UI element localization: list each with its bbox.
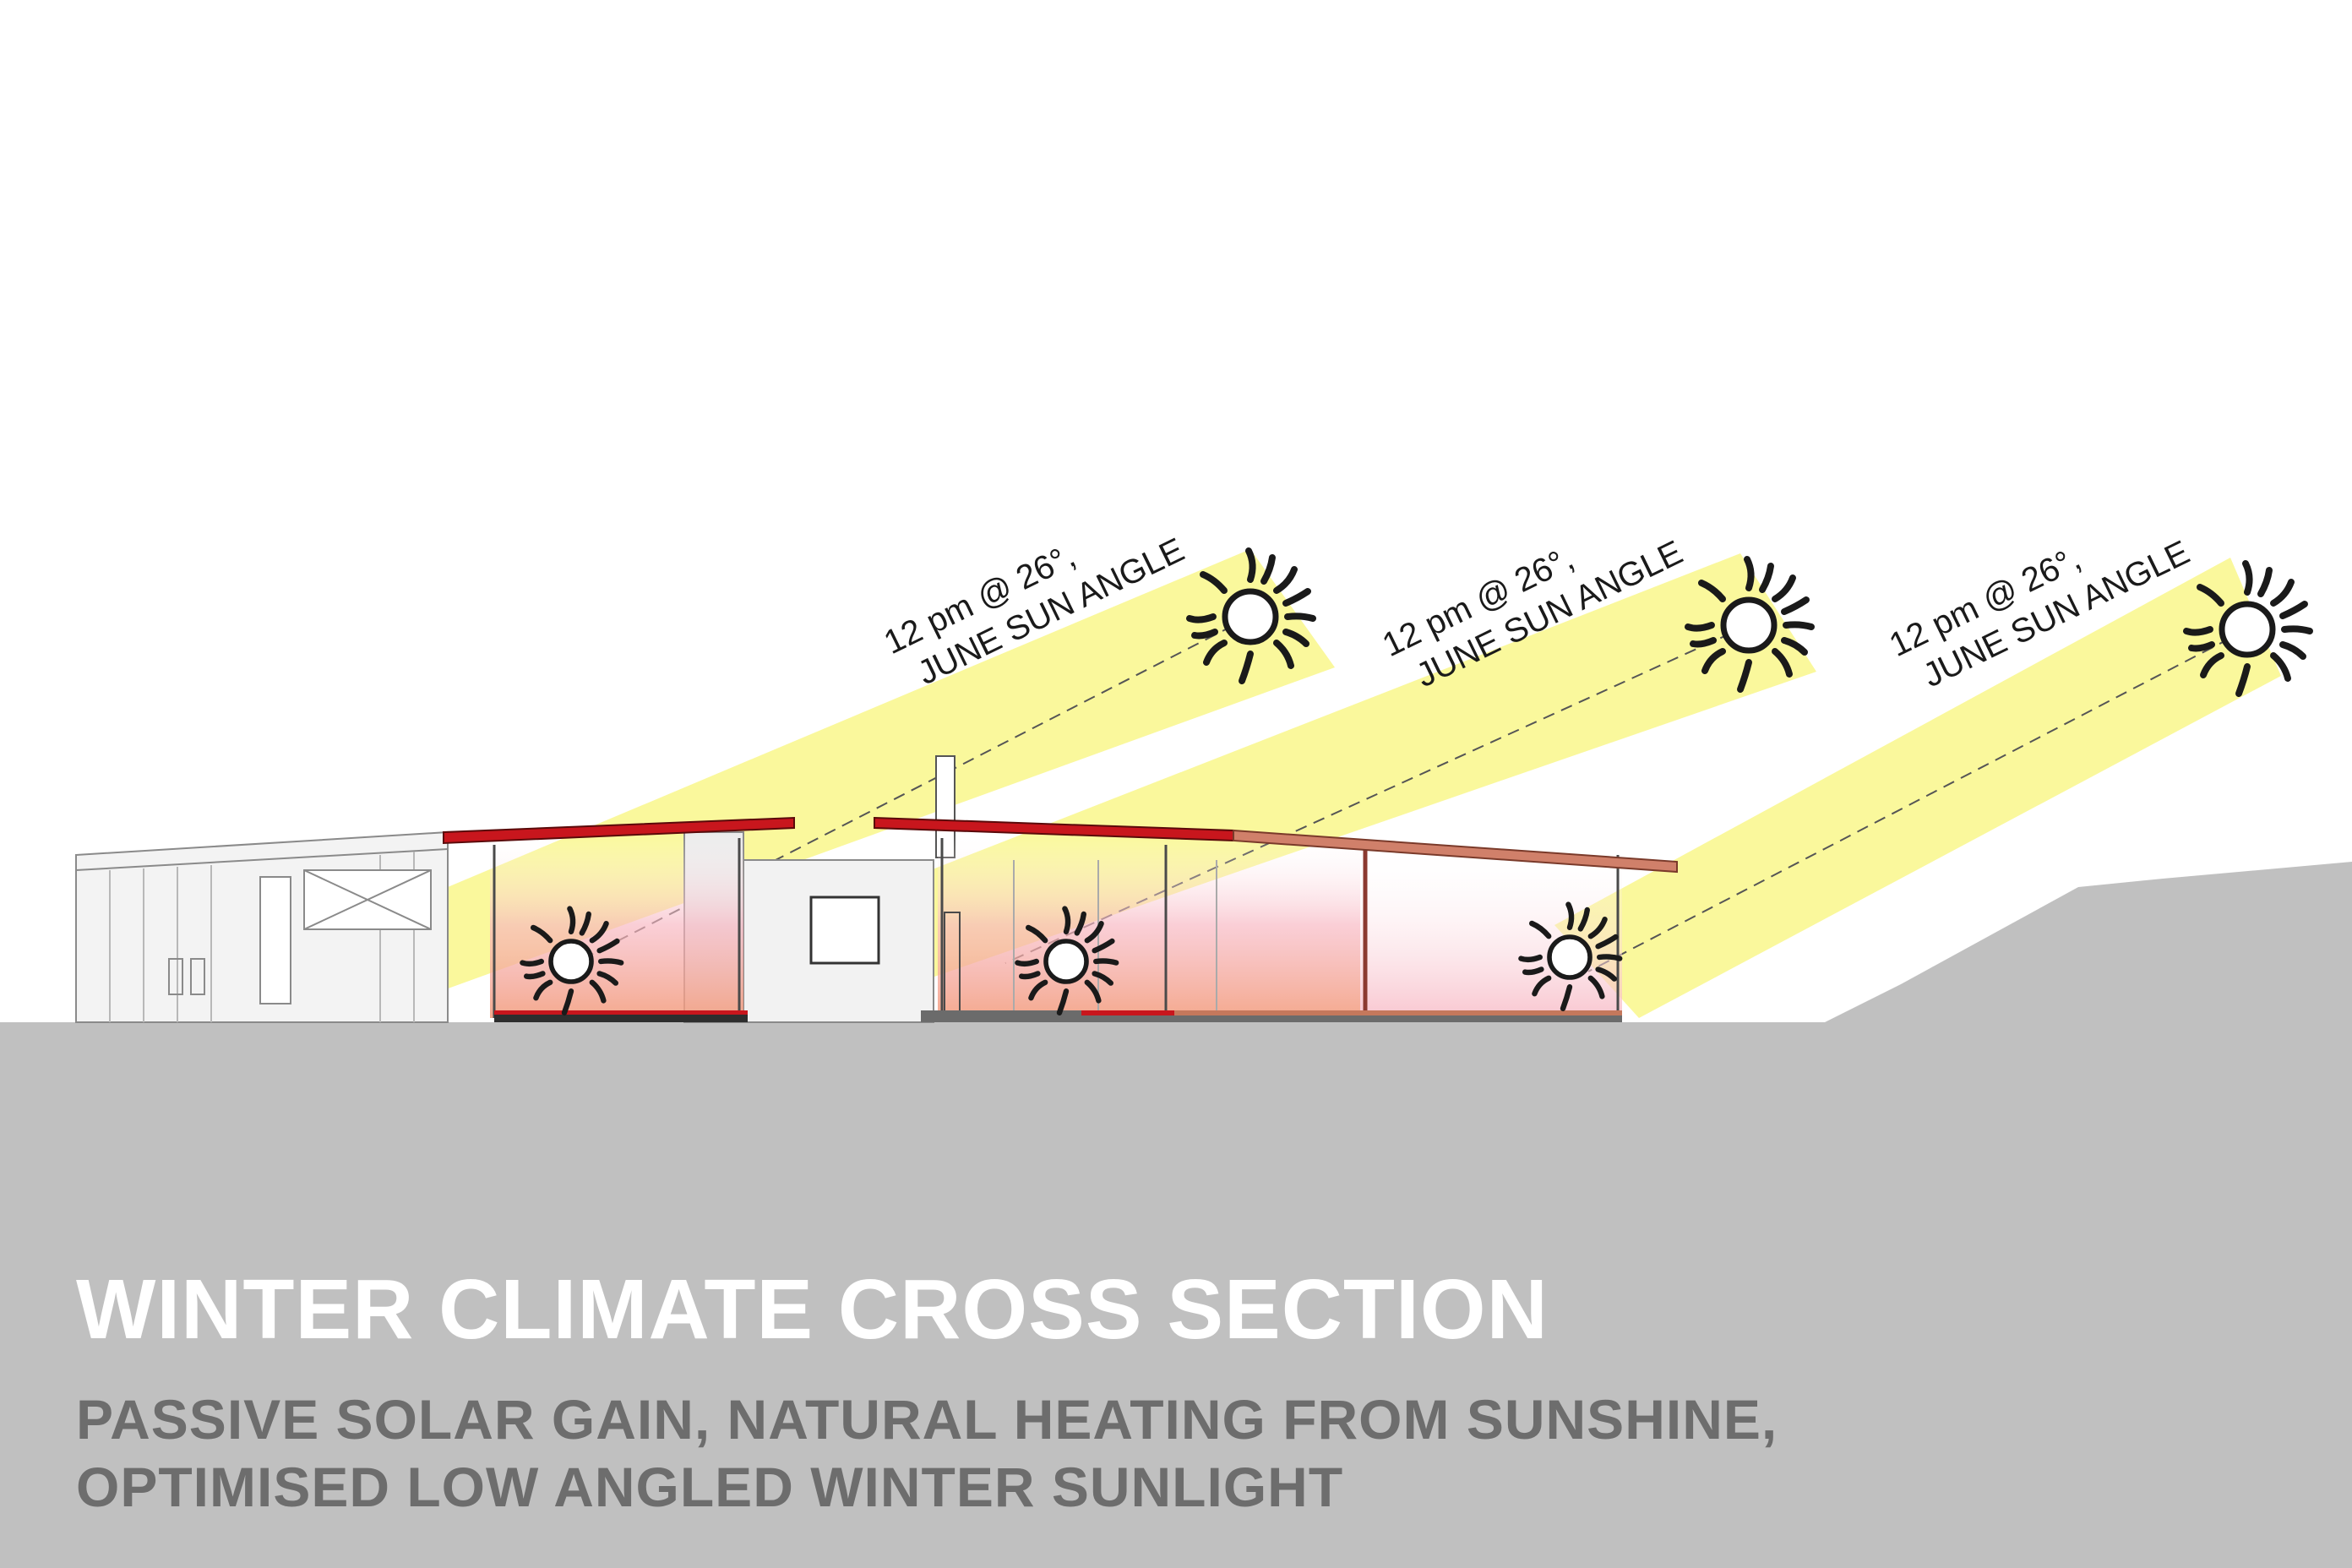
- subtitle-line: PASSIVE SOLAR GAIN, NATURAL HEATING FROM…: [76, 1388, 1778, 1451]
- ground: [0, 862, 2352, 1568]
- room-interior-west: [490, 832, 743, 1018]
- subtitle-line: OPTIMISED LOW ANGLED WINTER SUNLIGHT: [76, 1456, 1344, 1518]
- sun-ray-beam: [1554, 558, 2281, 1018]
- roof-west: [443, 816, 795, 845]
- floor-slabs: [494, 1010, 1622, 1022]
- page-title: WINTER CLIMATE CROSS SECTION: [76, 1262, 1549, 1357]
- neighbouring-building: [75, 830, 449, 1023]
- room-interior-central: [938, 832, 1360, 1018]
- page-subtitle: PASSIVE SOLAR GAIN, NATURAL HEATING FROM…: [76, 1386, 1778, 1521]
- roofs: [443, 816, 1678, 874]
- roof-extension: [1233, 829, 1678, 874]
- room-interior-east: [1360, 843, 1622, 1018]
- building-section-lines: [493, 838, 1620, 1018]
